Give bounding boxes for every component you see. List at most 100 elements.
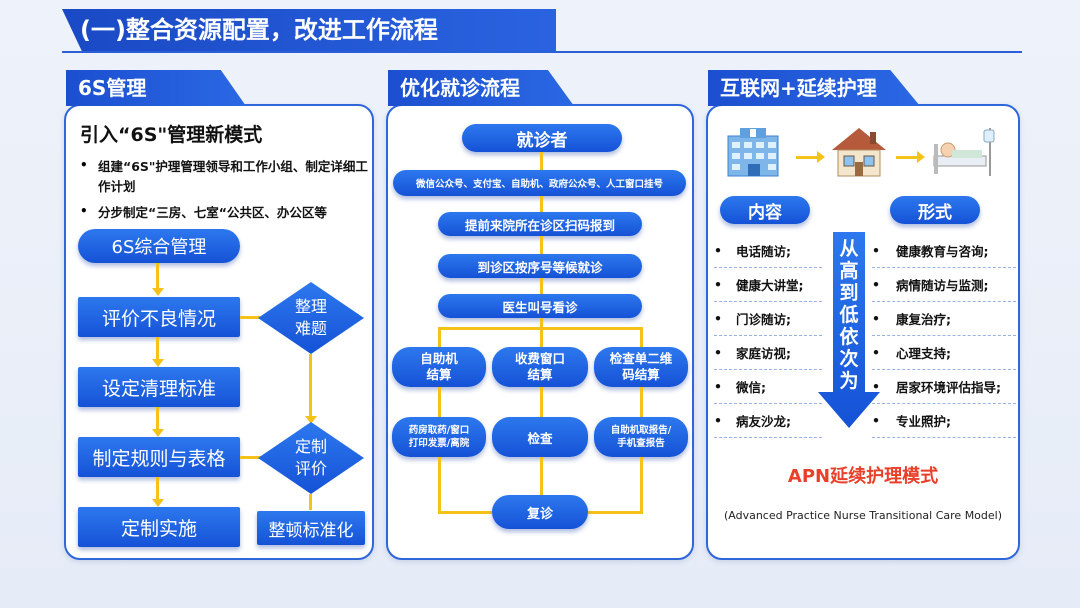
panel-6s-tab: 6S管理: [66, 70, 246, 106]
connector: [896, 156, 918, 159]
list-item: •病情随访与监测;: [872, 268, 1016, 302]
flow-6s-step-1: 评价不良情况: [78, 297, 240, 337]
connector: [640, 457, 643, 513]
flow-call: 医生叫号看诊: [438, 294, 642, 318]
arrow-down-icon: [152, 288, 164, 296]
slide-title: (一)整合资源配置，改进工作流程: [62, 9, 556, 51]
panel-visit-flow-tab: 优化就诊流程: [388, 70, 574, 106]
list-item: •健康大讲堂;: [714, 268, 822, 302]
flow-after-exam: 检查: [492, 417, 588, 457]
form-item-3: 康复治疗;: [896, 312, 951, 327]
content-item-1: 电话随访;: [736, 244, 791, 259]
flow-channels: 微信公众号、支付宝、自助机、政府公众号、人工窗口挂号: [393, 170, 686, 196]
flow-patient: 就诊者: [462, 124, 622, 152]
bullet-dot: •: [714, 345, 722, 360]
bullet-dot: •: [872, 243, 880, 258]
arrow-right-icon: [817, 151, 825, 163]
flow-revisit: 复诊: [492, 495, 588, 529]
bullet-dot: •: [872, 277, 880, 292]
connector: [540, 457, 543, 495]
list-item: •微信;: [714, 370, 822, 404]
content-item-4: 家庭访视;: [736, 346, 791, 361]
after-pharmacy-label: 药房取药/窗口 打印发票/离院: [408, 425, 470, 449]
form-item-6: 专业照护;: [896, 414, 951, 429]
diamond-2-label: 定制 评价: [294, 437, 327, 478]
flow-pay-qrcode: 检查单二维 码结算: [594, 347, 688, 387]
connector: [156, 263, 159, 291]
bullet-dot: •: [872, 413, 880, 428]
arrow-down-icon: [152, 359, 164, 367]
list-item: • 心理支持;: [872, 336, 1016, 370]
flow-pay-selfservice: 自助机 结算: [392, 347, 486, 387]
list-item: • 健康教育与咨询;: [872, 234, 1016, 268]
arrow-down-icon: [152, 499, 164, 507]
flow-6s-top: 6S综合管理: [78, 229, 240, 263]
flow-after-pharmacy: 药房取药/窗口 打印发票/离院: [392, 417, 486, 457]
arrow-char: 次: [839, 348, 859, 370]
list-item: •康复治疗;: [872, 302, 1016, 336]
bullet-dot: •: [80, 158, 88, 172]
panel-6s-bullet-1: 组建“6S"护理管理领导和工作小组、制定详细工作计划: [98, 159, 368, 194]
bullet-dot: •: [714, 413, 722, 428]
flow-wait: 到诊区按序号等候就诊: [438, 254, 642, 278]
content-list: •电话随访; •健康大讲堂; •门诊随访; •家庭访视; •微信; •病友沙龙;: [714, 234, 822, 438]
pay-window-label: 收费窗口 结算: [514, 351, 565, 382]
priority-arrow-text: 从 高 到 低 依 次 为: [818, 238, 880, 392]
flow-6s-bottom-right: 整顿标准化: [257, 511, 365, 545]
connector: [796, 156, 818, 159]
flow-6s-step-3: 制定规则与表格: [78, 437, 240, 477]
connector: [540, 387, 543, 417]
content-item-2: 健康大讲堂;: [736, 278, 804, 293]
arrow-char: 高: [839, 260, 859, 282]
list-item: • 门诊随访;: [714, 302, 822, 336]
connector: [438, 327, 441, 347]
bullet-dot: •: [714, 311, 722, 326]
priority-arrow-icon: [818, 232, 880, 428]
list-item: • 家庭访视;: [714, 336, 822, 370]
form-item-1: 健康教育与咨询;: [896, 244, 989, 259]
pay-selfservice-label: 自助机 结算: [420, 351, 458, 382]
form-list: •健康教育与咨询; •病情随访与监测; •康复治疗; •心理支持; •居家环境评…: [872, 234, 1016, 438]
bullet-dot: •: [872, 345, 880, 360]
arrow-char: 依: [839, 326, 859, 348]
bullet-dot: •: [872, 379, 880, 394]
connector: [438, 387, 441, 417]
flow-pay-window: 收费窗口 结算: [492, 347, 588, 387]
content-item-3: 门诊随访;: [736, 312, 791, 327]
list-item: •电话随访;: [714, 234, 822, 268]
connector: [438, 511, 492, 514]
label-content: 内容: [720, 196, 810, 224]
panel-continuing-care-tab: 互联网+延续护理: [708, 70, 920, 106]
connector: [640, 327, 643, 347]
connector: [240, 316, 262, 319]
model-subtitle: (Advanced Practice Nurse Transitional Ca…: [723, 509, 1003, 522]
connector: [156, 477, 159, 502]
after-report-label: 自助机取报告/ 手机查报告: [610, 425, 672, 449]
arrow-char: 从: [839, 238, 859, 260]
connector: [309, 354, 312, 420]
arrow-right-icon: [917, 151, 925, 163]
house-icon: [830, 124, 888, 178]
flow-checkin: 提前来院所在诊区扫码报到: [438, 212, 642, 236]
arrow-down-icon: [152, 429, 164, 437]
connector: [540, 278, 543, 294]
connector: [438, 457, 441, 513]
connector: [540, 318, 543, 348]
patient-bed-icon: [930, 126, 998, 180]
panel-6s-bullet-2: 分步制定“三房、七室“公共区、办公区等: [98, 205, 327, 220]
form-item-4: 心理支持;: [896, 346, 951, 361]
connector: [588, 511, 643, 514]
connector: [309, 494, 312, 510]
bullet-dot: •: [80, 204, 88, 218]
connector: [540, 152, 543, 170]
flow-6s-step-2: 设定清理标准: [78, 367, 240, 407]
connector: [438, 327, 643, 330]
arrow-char: 到: [839, 282, 859, 304]
connector: [540, 236, 543, 254]
diamond-1-label: 整理 难题: [294, 297, 327, 338]
flow-6s-step-4: 定制实施: [78, 507, 240, 547]
title-underline: [62, 51, 1022, 53]
pay-qrcode-label: 检查单二维 码结算: [609, 351, 673, 382]
after-exam-label: 检查: [527, 430, 553, 446]
arrow-down-icon: [305, 416, 317, 424]
